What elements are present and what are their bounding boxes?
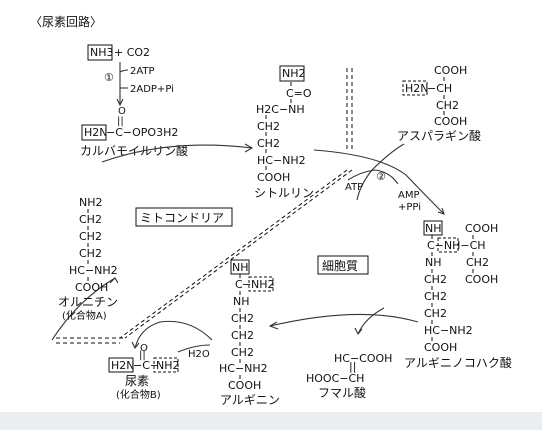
svg-text:H2N: H2N bbox=[405, 82, 429, 95]
svg-text:C−NH−CH: C−NH−CH bbox=[427, 239, 486, 252]
step1-reactants: NH3 + CO2 ① 2ATP 2ADP+Pi bbox=[87, 44, 174, 107]
carbamoyl-phosphate: O || H2N −C−OPO3H2 カルバモイルリン酸 bbox=[80, 106, 188, 158]
svg-text:CH2: CH2 bbox=[424, 307, 447, 320]
svg-text:CH2: CH2 bbox=[231, 329, 254, 342]
svg-text:||: || bbox=[349, 360, 356, 373]
svg-text:COOH: COOH bbox=[424, 341, 457, 354]
svg-text:COOH: COOH bbox=[434, 64, 467, 77]
svg-text:H2N: H2N bbox=[111, 359, 135, 372]
arginine: NH C − NH2 NH CH2 CH2 CH2 HC−NH2 COOH アル… bbox=[219, 259, 280, 407]
svg-text:カルバモイルリン酸: カルバモイルリン酸 bbox=[80, 143, 188, 158]
svg-text:アルギニノコハク酸: アルギニノコハク酸 bbox=[404, 355, 512, 370]
svg-text:NH: NH bbox=[425, 256, 442, 269]
svg-text:+ CO2: + CO2 bbox=[114, 46, 150, 59]
ornithine: NH2 CH2 CH2 CH2 HC−NH2 COOH オルニチン (化合物A) bbox=[58, 196, 118, 322]
svg-text:NH: NH bbox=[232, 261, 249, 274]
arrow-argsucc-to-arginine bbox=[269, 313, 419, 327]
svg-text:HC−NH2: HC−NH2 bbox=[219, 362, 268, 375]
svg-text:CH2: CH2 bbox=[231, 312, 254, 325]
svg-text:HC−COOH: HC−COOH bbox=[334, 352, 392, 365]
arrow-arginine-to-urea bbox=[134, 320, 213, 349]
svg-text:NH2: NH2 bbox=[251, 278, 275, 291]
svg-text:2ADP+Pi: 2ADP+Pi bbox=[130, 84, 174, 95]
svg-text:COOH: COOH bbox=[465, 222, 498, 235]
figure-title: 〈尿素回路〉 bbox=[30, 14, 102, 29]
svg-text:−C−OPO3H2: −C−OPO3H2 bbox=[106, 126, 178, 139]
svg-text:シトルリン: シトルリン bbox=[254, 186, 314, 200]
svg-text:+PPi: +PPi bbox=[398, 202, 421, 213]
fumarate: HC−COOH || HOOC−CH フマル酸 bbox=[306, 352, 392, 400]
svg-text:アスパラギン酸: アスパラギン酸 bbox=[397, 128, 481, 143]
svg-text:H2O: H2O bbox=[188, 349, 210, 360]
svg-text:HC−NH2: HC−NH2 bbox=[424, 324, 473, 337]
svg-text:細胞質: 細胞質 bbox=[322, 258, 358, 273]
svg-text:NH2: NH2 bbox=[79, 196, 103, 209]
svg-text:アルギニン: アルギニン bbox=[220, 393, 280, 407]
svg-text:オルニチン: オルニチン bbox=[58, 295, 118, 309]
step2-arrows: ATP ② AMP +PPi bbox=[313, 143, 445, 215]
svg-text:尿素: 尿素 bbox=[125, 374, 149, 388]
svg-text:COOH: COOH bbox=[257, 171, 290, 184]
svg-text:CH2: CH2 bbox=[79, 247, 102, 260]
svg-text:CH2: CH2 bbox=[231, 346, 254, 359]
svg-text:NH3: NH3 bbox=[90, 46, 114, 59]
svg-text:COOH: COOH bbox=[434, 115, 467, 128]
mitochondria-label: ミトコンドリア bbox=[135, 207, 233, 227]
step1-marker: ① bbox=[104, 71, 114, 84]
aspartate: COOH H2N −CH CH2 COOH アスパラギン酸 bbox=[397, 64, 481, 143]
svg-text:NH: NH bbox=[425, 222, 442, 235]
svg-text:||: || bbox=[117, 116, 124, 127]
svg-text:ミトコンドリア: ミトコンドリア bbox=[140, 211, 224, 225]
svg-text:H2N: H2N bbox=[84, 126, 108, 139]
citrulline: NH2 C=O H2C−NH CH2 CH2 HC−NH2 COOH シトルリン bbox=[254, 65, 314, 200]
arrow-carbamoyl-to-citrulline bbox=[101, 144, 253, 163]
svg-text:COOH: COOH bbox=[228, 379, 261, 392]
step2-marker: ② bbox=[376, 170, 386, 183]
svg-text:(化合物A): (化合物A) bbox=[62, 309, 107, 322]
svg-text:||: || bbox=[139, 350, 146, 361]
mitochondria-membrane bbox=[56, 68, 353, 344]
svg-text:AMP: AMP bbox=[398, 190, 420, 201]
svg-text:O: O bbox=[118, 106, 126, 117]
svg-text:HC−NH2: HC−NH2 bbox=[69, 264, 118, 277]
svg-text:C=O: C=O bbox=[286, 87, 312, 100]
svg-text:H2C−NH: H2C−NH bbox=[256, 103, 305, 116]
urea: O || H2N −C− NH2 尿素 (化合物B) bbox=[108, 343, 180, 401]
svg-text:(化合物B): (化合物B) bbox=[116, 388, 161, 401]
svg-text:CH2: CH2 bbox=[424, 290, 447, 303]
svg-text:2ATP: 2ATP bbox=[130, 66, 155, 77]
cytoplasm-label: 細胞質 bbox=[317, 255, 369, 275]
svg-text:フマル酸: フマル酸 bbox=[318, 385, 366, 400]
svg-text:ATP: ATP bbox=[345, 182, 363, 193]
svg-text:−: − bbox=[242, 278, 251, 291]
svg-text:NH2: NH2 bbox=[156, 359, 180, 372]
svg-text:−C−: −C− bbox=[133, 359, 159, 372]
svg-text:COOH: COOH bbox=[75, 281, 108, 294]
svg-text:CH2: CH2 bbox=[424, 273, 447, 286]
svg-text:CH2: CH2 bbox=[466, 256, 489, 269]
svg-text:NH: NH bbox=[233, 295, 250, 308]
svg-text:CH2: CH2 bbox=[436, 99, 459, 112]
argininosuccinate: NH C−NH−CH COOH NH CH2 COOH CH2 CH2 CH2 … bbox=[404, 220, 512, 370]
svg-text:O: O bbox=[140, 343, 148, 354]
svg-text:HOOC−CH: HOOC−CH bbox=[306, 372, 364, 385]
svg-text:CH2: CH2 bbox=[257, 120, 280, 133]
svg-text:C: C bbox=[235, 278, 243, 291]
svg-text:CH2: CH2 bbox=[79, 230, 102, 243]
svg-text:COOH: COOH bbox=[465, 273, 498, 286]
svg-text:CH2: CH2 bbox=[79, 213, 102, 226]
svg-text:HC−NH2: HC−NH2 bbox=[257, 154, 306, 167]
svg-text:−CH: −CH bbox=[427, 82, 452, 95]
svg-text:NH2: NH2 bbox=[282, 67, 306, 80]
svg-text:CH2: CH2 bbox=[257, 137, 280, 150]
